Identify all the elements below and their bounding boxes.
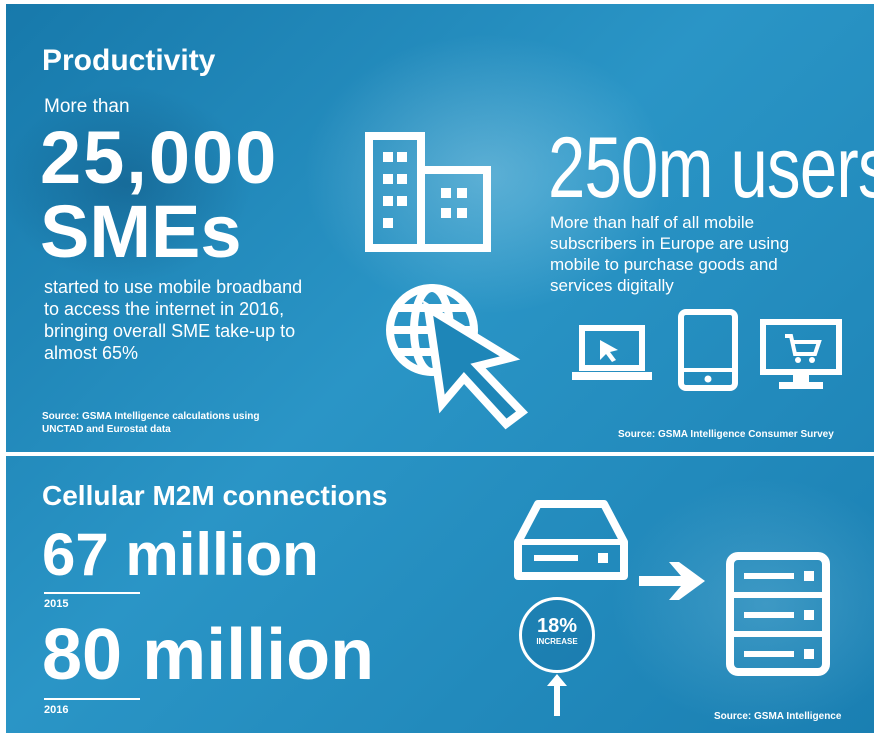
increase-value: 18% — [536, 615, 578, 637]
productivity-lead: More than — [44, 96, 130, 117]
sme-description-line: to access the internet in 2016, — [44, 299, 285, 319]
increase-badge: 18% INCREASE — [519, 597, 595, 673]
users-description: More than half of all mobile subscribers… — [550, 212, 789, 296]
laptop-icon — [572, 325, 652, 380]
productivity-source: Source: GSMA Intelligence calculations u… — [42, 410, 259, 436]
arrow-up-icon — [547, 674, 567, 716]
users-description-line: More than half of all mobile — [550, 213, 755, 232]
sme-count: 25,000 — [40, 116, 279, 199]
server-rack-icon — [726, 552, 830, 676]
m2m-title: Cellular M2M connections — [42, 480, 388, 511]
tablet-icon — [678, 309, 738, 391]
productivity-source-line: Source: GSMA Intelligence calculations u… — [42, 411, 260, 422]
section-divider — [6, 452, 874, 456]
productivity-source-line: UNCTAD and Eurostat data — [42, 424, 171, 435]
users-description-line: subscribers in Europe are using — [550, 234, 790, 253]
m2m-source: Source: GSMA Intelligence — [714, 711, 842, 722]
users-description-line: mobile to purchase goods and — [550, 255, 778, 274]
cursor-arrow-icon — [422, 300, 529, 430]
office-building-icon — [365, 132, 491, 252]
sme-description-line: started to use mobile broadband — [44, 277, 303, 297]
m2m-2016-value: 80 million — [42, 615, 375, 695]
users-description-line: services digitally — [550, 276, 674, 295]
single-server-icon — [514, 500, 628, 580]
arrow-right-icon — [639, 562, 705, 600]
m2m-2016-year: 2016 — [44, 704, 69, 716]
increase-label: INCREASE — [536, 637, 578, 646]
infographic: Productivity More than 25,000 SMEs start… — [6, 4, 874, 733]
m2m-2016-underline — [44, 698, 140, 700]
users-headline: 250m users — [548, 120, 874, 216]
sme-description-line: almost 65% — [44, 343, 139, 363]
sme-unit: SMEs — [40, 190, 242, 273]
desktop-cart-icon — [760, 319, 842, 389]
sme-description-line: bringing overall SME take-up to — [44, 321, 296, 341]
users-source: Source: GSMA Intelligence Consumer Surve… — [618, 429, 834, 440]
m2m-2015-underline — [44, 592, 140, 594]
productivity-title: Productivity — [42, 44, 216, 77]
m2m-2015-value: 67 million — [42, 521, 319, 588]
m2m-2015-year: 2015 — [44, 598, 69, 610]
sme-description: started to use mobile broadband to acces… — [44, 276, 302, 364]
